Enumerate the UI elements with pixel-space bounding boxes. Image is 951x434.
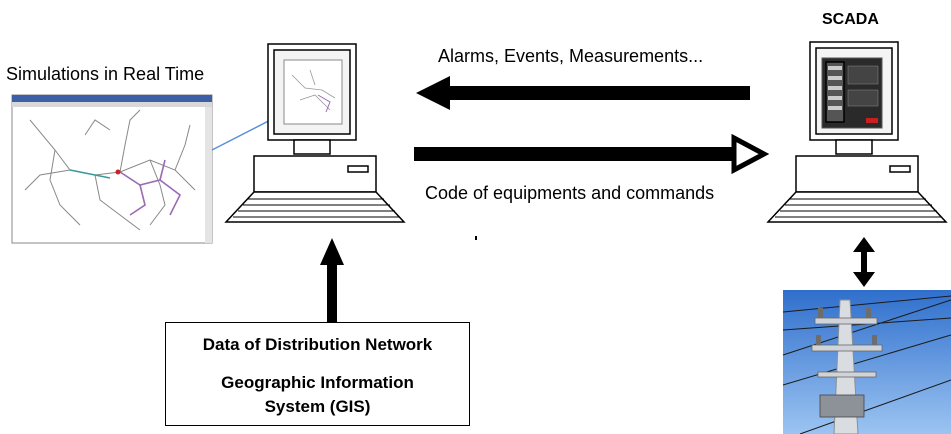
- stray-mark: [475, 236, 477, 240]
- field-double-arrow: [853, 237, 875, 287]
- alarms-label: Alarms, Events, Measurements...: [438, 46, 704, 66]
- alarms-arrow: [416, 76, 750, 110]
- gis-data-box: Data of Distribution Network Geographic …: [165, 322, 470, 426]
- simulations-label: Simulations in Real Time: [6, 64, 205, 84]
- gis-box-title: Data of Distribution Network: [202, 335, 433, 354]
- gis-arrow: [320, 238, 344, 322]
- power-pole-photo: [782, 290, 951, 434]
- scada-label: SCADA: [822, 11, 879, 28]
- simulation-screenshot: [11, 94, 213, 244]
- scada-computer: [766, 41, 948, 223]
- left-computer: [224, 43, 406, 223]
- code-label: Code of equipments and commands: [425, 183, 715, 203]
- code-arrow: [414, 133, 770, 175]
- gis-box-line1: Geographic Information: [221, 373, 414, 392]
- gis-box-line2: System (GIS): [264, 397, 371, 416]
